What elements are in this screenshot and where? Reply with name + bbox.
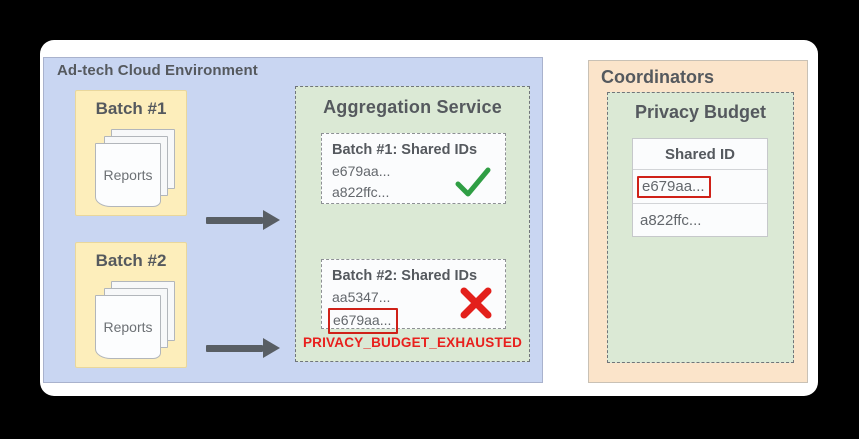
- table-row: e679aa...: [633, 170, 767, 203]
- batch-2-result-title: Batch #2: Shared IDs: [332, 268, 478, 284]
- privacy-budget-exhausted-label: PRIVACY_BUDGET_EXHAUSTED: [302, 335, 523, 350]
- batch-2-label: Batch #2: [95, 251, 167, 270]
- paper-sheet-front: Reports: [95, 295, 161, 359]
- table-row: a822ffc...: [633, 203, 767, 236]
- reports-stack-icon: Reports: [89, 129, 175, 209]
- shared-id-value: e679aa...: [332, 163, 391, 179]
- arrow-shaft: [206, 216, 263, 224]
- adtech-panel-title: Ad-tech Cloud Environment: [57, 62, 258, 79]
- duplicate-id-highlight: e679aa...: [328, 308, 398, 334]
- privacy-budget-title: Privacy Budget: [634, 102, 767, 122]
- reports-label: Reports: [103, 167, 153, 183]
- batch-1-result-box: Batch #1: Shared IDs e679aa... a822ffc..…: [321, 133, 506, 204]
- exhausted-id-highlight: e679aa...: [637, 175, 711, 198]
- diagram-canvas: Ad-tech Cloud Environment Batch #1 Repor…: [40, 40, 818, 396]
- flow-arrow-batch-1: [206, 210, 280, 230]
- reports-label: Reports: [103, 319, 153, 335]
- shared-id-table-header: Shared ID: [633, 139, 767, 170]
- arrow-head: [263, 210, 280, 230]
- reports-stack-icon: Reports: [89, 281, 175, 361]
- arrow-shaft: [206, 344, 263, 352]
- arrow-head: [263, 338, 280, 358]
- aggregation-service-box: Aggregation Service Batch #1: Shared IDs…: [295, 86, 530, 362]
- aggregation-service-title: Aggregation Service: [323, 97, 502, 117]
- batch-1-label: Batch #1: [95, 99, 167, 118]
- coordinators-title: Coordinators: [601, 67, 715, 87]
- batch-1-result-title: Batch #1: Shared IDs: [332, 142, 478, 158]
- adtech-cloud-environment-panel: Ad-tech Cloud Environment Batch #1 Repor…: [43, 57, 543, 383]
- batch-1-box: Batch #1 Reports: [75, 90, 187, 216]
- shared-id-value-highlighted: e679aa...: [328, 308, 495, 334]
- batch-2-box: Batch #2 Reports: [75, 242, 187, 368]
- error-x-icon: [460, 287, 492, 319]
- batch-2-result-box: Batch #2: Shared IDs aa5347... e679aa...: [321, 259, 506, 334]
- coordinators-panel: Coordinators Privacy Budget Shared ID e6…: [588, 60, 808, 383]
- shared-id-table: Shared ID e679aa... a822ffc...: [632, 138, 768, 237]
- flow-arrow-batch-2: [206, 338, 280, 358]
- shared-id-value: a822ffc...: [332, 184, 390, 200]
- paper-sheet-front: Reports: [95, 143, 161, 207]
- success-check-icon: [455, 167, 491, 197]
- privacy-budget-box: Privacy Budget Shared ID e679aa... a822f…: [607, 92, 794, 363]
- shared-id-value: aa5347...: [332, 289, 391, 305]
